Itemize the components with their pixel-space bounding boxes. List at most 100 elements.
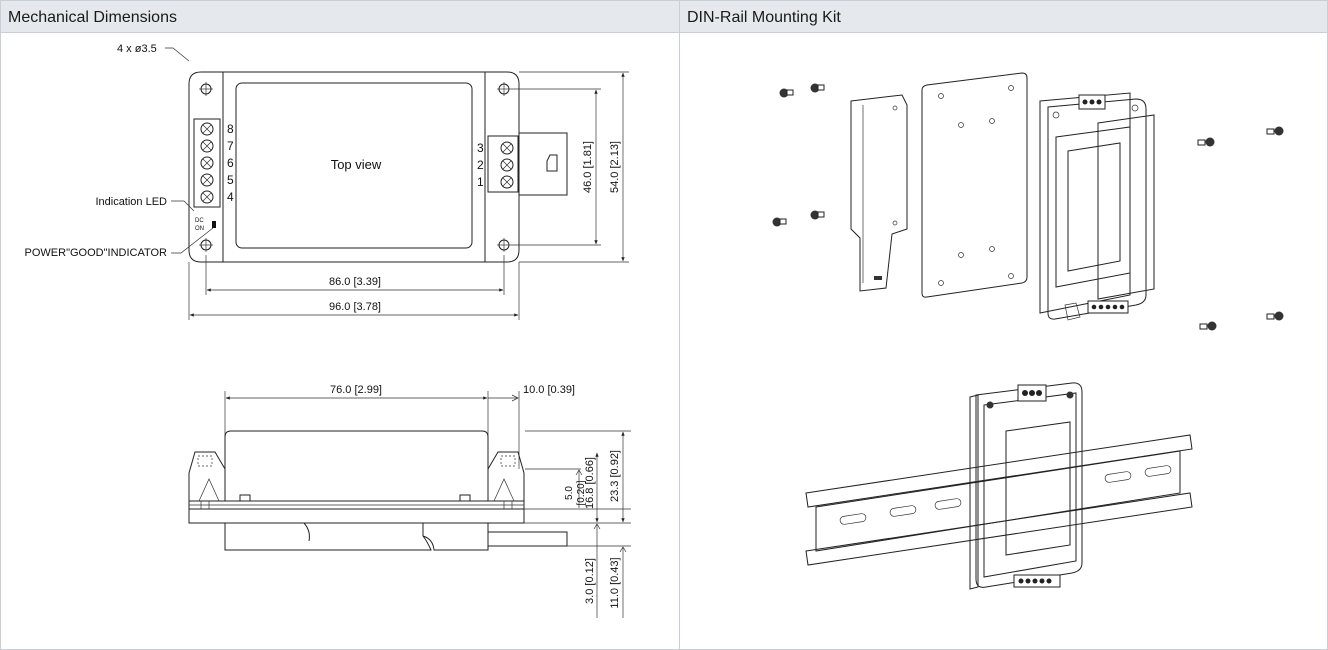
- dimension-arrow: [593, 523, 601, 530]
- left-clip: [188, 451, 226, 502]
- terminal-screw-icon: [500, 175, 514, 189]
- label-area: [235, 82, 473, 249]
- plate-hole: [1008, 85, 1014, 91]
- power-supply-module-exploded: [1039, 92, 1155, 321]
- connector-tab: [519, 132, 568, 196]
- terminal-screw-icon: [1036, 390, 1042, 396]
- assembled-view: [805, 382, 1193, 590]
- mounting-hole-icon: [199, 238, 213, 252]
- base-slot: [239, 494, 251, 502]
- plate-hole: [938, 93, 944, 99]
- terminal-number: 6: [227, 156, 234, 170]
- top-view-label: Top view: [331, 157, 382, 172]
- din-rail-kit-header: DIN-Rail Mounting Kit: [680, 1, 1327, 33]
- plate-hole: [938, 280, 944, 286]
- module-mount-hole: [1052, 111, 1060, 119]
- bracket-hole: [892, 220, 898, 226]
- plate-hole: [958, 252, 964, 258]
- dimension-arrow: [575, 469, 583, 476]
- led-mark-on: ON: [195, 226, 204, 232]
- terminal-screw-icon: [500, 141, 514, 155]
- module-label-area: [1067, 142, 1121, 272]
- terminal-number: 3: [477, 141, 484, 155]
- mounting-hole-icon: [497, 238, 511, 252]
- side-body: [224, 430, 489, 469]
- assembled-module-front: [983, 392, 1077, 578]
- terminal-screw-icon: [1046, 578, 1052, 584]
- dim-end-length: 10.0 [0.39]: [523, 384, 575, 396]
- mounting-flange: [188, 71, 520, 263]
- rail-section-left: [224, 523, 432, 551]
- terminal-screw-icon: [1089, 99, 1095, 105]
- din-clip-bracket: [850, 94, 908, 292]
- terminal-screw-icon: [200, 156, 214, 170]
- terminal-screw-icon: [1029, 390, 1035, 396]
- plate-hole: [1008, 273, 1014, 279]
- screw-icon: [772, 217, 787, 227]
- din-rail-kit-panel: DIN-Rail Mounting Kit: [679, 0, 1328, 650]
- rail-section-hook: [303, 522, 310, 542]
- din-rail-plate: [188, 508, 525, 524]
- screw-icon: [986, 401, 994, 409]
- terminal-number: 1: [477, 175, 484, 189]
- terminal-screw-icon: [1018, 578, 1024, 584]
- left-clip-slot: [197, 455, 213, 467]
- hole-spec-label: 4 x ø3.5: [117, 43, 157, 55]
- main-body: [222, 71, 486, 263]
- module-flange: [1039, 92, 1131, 314]
- terminal-screw-icon: [1039, 578, 1045, 584]
- module-body: [1047, 98, 1147, 320]
- screw-icon: [779, 88, 794, 98]
- terminal-screw-icon: [1098, 304, 1104, 310]
- dim-flange-b: [0.20]: [576, 480, 587, 505]
- right-clip-slot: [500, 455, 516, 467]
- left-terminal-block: [193, 118, 221, 208]
- dim-hole-width: 86.0 [3.39]: [329, 276, 381, 288]
- dim-total-width: 96.0 [3.78]: [329, 301, 381, 313]
- terminal-screw-icon: [200, 122, 214, 136]
- dim-height-mid: 16.8 [0.66]: [584, 457, 596, 509]
- mounting-hole-icon: [199, 82, 213, 96]
- screw-icon: [1066, 391, 1074, 399]
- screw-icon: [1197, 137, 1215, 147]
- terminal-number: 7: [227, 139, 234, 153]
- left-terminal-screws: [200, 122, 214, 204]
- terminal-screw-icon: [1025, 578, 1031, 584]
- plate-hole: [958, 122, 964, 128]
- led-leader: [171, 200, 195, 212]
- right-terminal-screws: [500, 141, 514, 189]
- right-terminal-block: [487, 135, 519, 193]
- dim-body-length: 76.0 [2.99]: [330, 384, 382, 396]
- screw-icon: [810, 83, 825, 93]
- dimension-arrow: [511, 394, 519, 402]
- plate-hole: [989, 118, 995, 124]
- mounting-plate: [921, 72, 1028, 298]
- dim-hole-height: 46.0 [1.81]: [582, 141, 594, 193]
- screw-icon: [1266, 126, 1284, 136]
- module-foot: [1064, 302, 1081, 321]
- terminal-screw-icon: [1105, 304, 1111, 310]
- terminal-number: 8: [227, 122, 234, 136]
- mounting-holes: [199, 82, 511, 252]
- indication-led-label: Indication LED: [95, 196, 167, 208]
- terminal-number: 5: [227, 173, 234, 187]
- bracket-tab: [874, 276, 882, 280]
- rail-section-right: [422, 523, 489, 551]
- terminal-screw-icon: [1112, 304, 1118, 310]
- dimension-arrow: [619, 546, 627, 553]
- assembled-plate-edge: [969, 394, 979, 590]
- terminal-number: 2: [477, 158, 484, 172]
- side-view: 76.0 [2.99] 10.0 [0.39]: [188, 384, 631, 618]
- mechanical-dimensions-panel: Mechanical Dimensions 4 x ø3.5 Top view: [0, 0, 680, 650]
- terminal-number: 4: [227, 190, 234, 204]
- mechanical-drawing: 4 x ø3.5 Top view: [25, 43, 631, 618]
- terminal-screw-icon: [1032, 578, 1038, 584]
- top-view: 4 x ø3.5 Top view: [25, 43, 629, 320]
- power-good-label: POWER"GOOD"INDICATOR: [25, 247, 168, 259]
- terminal-screw-icon: [1096, 99, 1102, 105]
- module-mount-hole: [1131, 104, 1139, 112]
- terminal-screw-icon: [200, 190, 214, 204]
- module-side: [1097, 114, 1155, 300]
- terminal-screw-icon: [1119, 304, 1125, 310]
- dim-base: 3.0 [0.12]: [584, 558, 596, 604]
